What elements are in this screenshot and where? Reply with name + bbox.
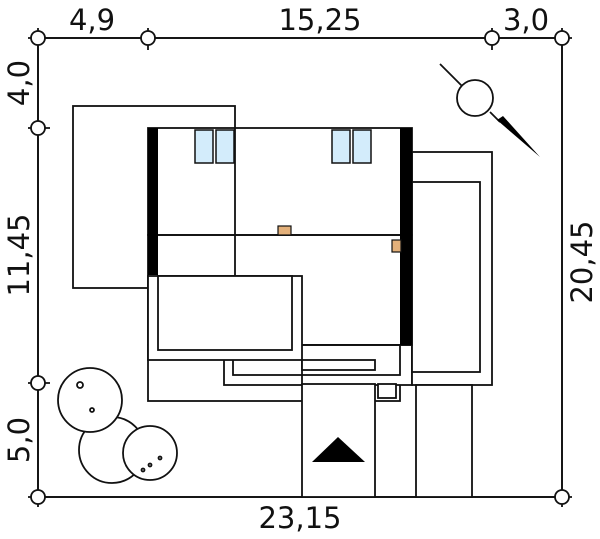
north-arrow-icon (439, 63, 540, 157)
dim-top-right: 3,0 (503, 3, 549, 37)
right-annex-inner (411, 181, 481, 373)
chimney-2 (391, 239, 402, 253)
dim-top-left: 4,9 (69, 3, 115, 37)
entrance-arrow-icon (312, 437, 365, 462)
entrance-step-small (377, 383, 397, 399)
dim-left-middle: 11,45 (2, 213, 36, 296)
wall-left (148, 128, 158, 275)
dim-left-top: 4,0 (2, 60, 36, 106)
driveway (415, 384, 473, 498)
dim-bottom: 23,15 (258, 501, 341, 535)
skylights (194, 129, 372, 164)
lower-left-block-inner (157, 275, 293, 351)
entrance-step (301, 359, 376, 371)
dim-right: 20,45 (565, 220, 599, 303)
dimension-lines (28, 28, 572, 507)
dim-top-middle: 15,25 (278, 3, 361, 37)
dimension-nodes (30, 30, 570, 505)
dim-left-bottom: 5,0 (2, 417, 36, 463)
tree-icon (57, 367, 178, 484)
chimney (277, 225, 292, 236)
wall-right (400, 128, 412, 345)
